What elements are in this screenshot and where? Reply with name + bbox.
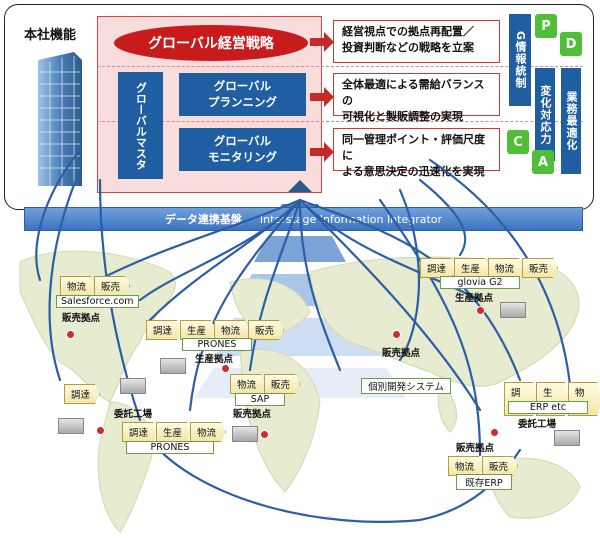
- site-legacy-flow: 物流 販売: [448, 456, 519, 476]
- system-sap: SAP: [235, 393, 285, 406]
- pdca-c-box: C: [507, 130, 529, 154]
- site-label-sales: 販売拠点: [456, 443, 495, 454]
- flow-step: 調達: [420, 258, 457, 278]
- system-glovia: glovia G2: [440, 276, 520, 289]
- flow-step: 販売: [264, 374, 301, 394]
- flow-step: 物流: [230, 374, 267, 394]
- divider-line: [97, 66, 583, 67]
- site-marker: [221, 364, 230, 373]
- flow-step: 物流: [488, 258, 525, 278]
- flow-step: 生産: [156, 422, 193, 442]
- factory-icon: [58, 418, 84, 434]
- site-prones-flow: 調達 生産 物流 販売: [146, 320, 285, 340]
- pdca-d-box: D: [560, 32, 582, 56]
- global-planning-box: グローバル プランニング: [179, 73, 306, 116]
- system-prones: PRONES: [182, 338, 252, 351]
- flow-step: 販売: [94, 276, 131, 296]
- global-master-box: グローバルマスタ: [118, 72, 163, 179]
- flow-step: 販売: [522, 258, 559, 278]
- site-label-sales: 販売拠点: [233, 409, 272, 420]
- flow-step: 物流: [190, 422, 227, 442]
- site-marker: [96, 426, 105, 435]
- flow-step: 販売: [248, 320, 285, 340]
- site-marker: [476, 306, 485, 315]
- column-change-response: 変化対応力: [535, 68, 555, 161]
- pdca-a-box: A: [532, 150, 554, 174]
- site-salesforce-flow: 物流 販売: [60, 276, 131, 296]
- site-marker: [66, 330, 75, 339]
- site-label-production: 生産拠点: [455, 293, 494, 304]
- site-sap-flow: 物流 販売: [230, 374, 301, 394]
- divider-line: [97, 121, 583, 122]
- site-label-consign: 委託工場: [114, 409, 153, 420]
- global-monitoring-box: グローバル モニタリング: [179, 128, 306, 171]
- factory-icon: [554, 430, 580, 446]
- site-glovia-flow: 調達 生産 物流 販売: [420, 258, 559, 278]
- system-legacy-erp: 既存ERP: [456, 474, 512, 490]
- site-label-consign: 委託工場: [518, 419, 557, 430]
- site-consign-left-flow: 調達: [64, 384, 101, 404]
- flow-step: 販売: [482, 456, 519, 476]
- pdca-p-box: P: [535, 14, 557, 38]
- flow-step: 生産: [454, 258, 491, 278]
- site-label-sales: 販売拠点: [382, 348, 421, 359]
- system-salesforce: Salesforce.com: [56, 295, 139, 308]
- column-info-governance: G情報統制: [509, 14, 531, 106]
- site-prones2-flow: 調達 生産 物流: [122, 422, 227, 442]
- factory-icon: [160, 358, 186, 374]
- factory-icon: [500, 302, 526, 318]
- site-marker: [392, 330, 401, 339]
- arrow-group: [310, 32, 334, 162]
- system-erp: ERP etc: [508, 401, 588, 414]
- flow-step: 物流: [214, 320, 251, 340]
- band-label-ja: データ連携基盤: [164, 213, 242, 226]
- factory-icon: [120, 378, 146, 394]
- flow-step: 調達: [64, 384, 101, 404]
- flow-step: 物流: [448, 456, 485, 476]
- flow-step: 調達: [146, 320, 183, 340]
- system-prones-2: PRONES: [126, 441, 214, 454]
- flow-step: 生産: [180, 320, 217, 340]
- strategy-ellipse: グローバル経営戦略: [114, 25, 308, 61]
- office-tower-icon: [38, 52, 82, 186]
- site-marker: [490, 428, 499, 437]
- benefit-box-2: 全体最適による需給バランスの 可視化と製販調整の実現: [333, 73, 500, 123]
- flow-step: 物流: [60, 276, 97, 296]
- site-label-sales: 販売拠点: [62, 313, 101, 324]
- office-icon: [232, 426, 258, 442]
- column-business-optimization: 業務最適化: [561, 68, 581, 174]
- site-marker: [260, 430, 269, 439]
- system-custom: 個別開発システム: [361, 378, 451, 394]
- hq-title: 本社機能: [24, 28, 77, 43]
- benefit-box-1: 経営視点での拠点再配置／ 投資判断などの戦略を立案: [333, 20, 500, 63]
- flow-step: 調達: [122, 422, 159, 442]
- site-label-production: 生産拠点: [195, 354, 234, 365]
